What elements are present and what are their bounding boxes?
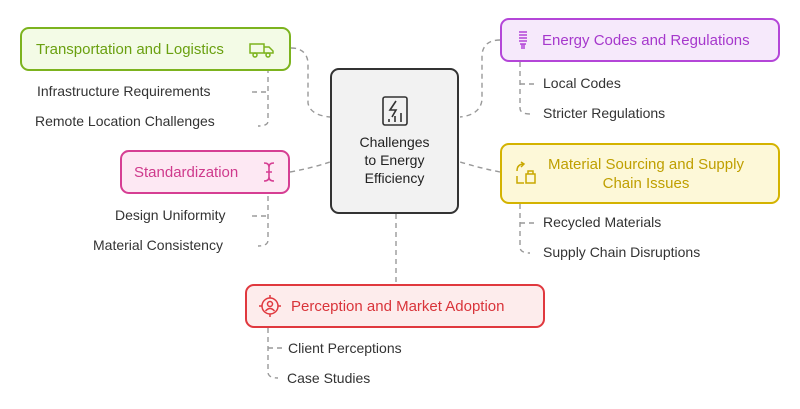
branch-material-sourcing-title: Material Sourcing and Supply Chain Issue… xyxy=(548,155,744,192)
central-topic: Challenges to Energy Efficiency xyxy=(330,68,459,214)
branch-standardization: Standardization xyxy=(120,150,290,194)
branch-transportation: Transportation and Logistics xyxy=(20,27,291,71)
branch-material-sourcing: Material Sourcing and Supply Chain Issue… xyxy=(500,143,780,204)
branch-energy-codes: Energy Codes and Regulations xyxy=(500,18,780,62)
leaf-case-studies: Case Studies xyxy=(287,370,371,386)
branch-perception-title: Perception and Market Adoption xyxy=(291,297,505,315)
leaf-local-codes: Local Codes xyxy=(543,75,621,91)
leaf-remote-location-challenges: Remote Location Challenges xyxy=(35,113,215,129)
leaf-supply-chain-disruptions: Supply Chain Disruptions xyxy=(543,244,701,260)
leaf-infrastructure-requirements: Infrastructure Requirements xyxy=(37,83,211,99)
recycle-icon xyxy=(514,160,538,187)
branch-perception: Perception and Market Adoption xyxy=(245,284,545,328)
branch-energy-codes-title: Energy Codes and Regulations xyxy=(542,31,750,49)
leaf-stricter-regulations: Stricter Regulations xyxy=(543,105,666,121)
target-person-icon xyxy=(259,295,281,317)
leaf-client-perceptions: Client Perceptions xyxy=(288,340,402,356)
lightbulb-icon xyxy=(516,29,530,51)
central-topic-title: Challenges to Energy Efficiency xyxy=(359,134,430,186)
leaf-material-consistency: Material Consistency xyxy=(93,237,223,253)
branch-standardization-title: Standardization xyxy=(134,163,239,181)
text-cursor-icon xyxy=(262,161,276,183)
leaf-design-uniformity: Design Uniformity xyxy=(115,207,226,223)
truck-icon xyxy=(249,40,275,58)
leaf-recycled-materials: Recycled Materials xyxy=(543,214,662,230)
energy-chart-icon xyxy=(380,95,410,127)
branch-transportation-title: Transportation and Logistics xyxy=(36,40,224,58)
